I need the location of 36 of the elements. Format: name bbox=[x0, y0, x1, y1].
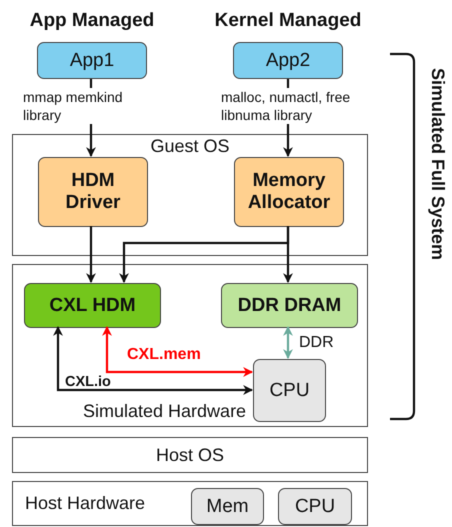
node-label: Host OS bbox=[154, 445, 226, 466]
side-title: Simulated Full System bbox=[427, 68, 448, 260]
layer-box bbox=[12, 264, 368, 427]
arrow bbox=[102, 326, 253, 377]
node-label: Memory Allocator bbox=[246, 170, 332, 214]
process-box bbox=[38, 157, 148, 227]
layer-box bbox=[12, 437, 368, 473]
process-box bbox=[234, 157, 344, 227]
node-label: CPU bbox=[268, 380, 311, 402]
component-box bbox=[191, 488, 264, 525]
column-title: Kernel Managed bbox=[214, 10, 362, 32]
node-label: App1 bbox=[68, 50, 116, 72]
node-label: App2 bbox=[264, 50, 312, 72]
node-label: Mem bbox=[205, 496, 250, 518]
column-title: App Managed bbox=[30, 10, 154, 32]
memory-box bbox=[221, 283, 358, 328]
component-box bbox=[253, 359, 326, 422]
memory-box bbox=[24, 283, 161, 328]
arrow bbox=[283, 326, 293, 359]
node-label: HDM Driver bbox=[64, 170, 122, 214]
arrow bbox=[86, 226, 96, 283]
edge-label: CXL.mem bbox=[126, 347, 202, 363]
node-label: CXL HDM bbox=[48, 294, 137, 316]
node-label: CPU bbox=[294, 496, 336, 518]
node-label: DDR DRAM bbox=[236, 294, 342, 316]
node-label: Guest OS bbox=[149, 136, 231, 157]
app-box bbox=[233, 42, 343, 79]
arrow bbox=[53, 326, 253, 395]
app-box bbox=[37, 42, 147, 79]
node-label: Simulated Hardware bbox=[83, 401, 243, 422]
layer-box bbox=[12, 134, 368, 256]
arrow bbox=[283, 226, 293, 283]
node-label: Host Hardware bbox=[25, 493, 146, 514]
edge-label: CXL.io bbox=[64, 374, 112, 389]
layer-box bbox=[12, 481, 368, 526]
component-box bbox=[278, 488, 352, 525]
